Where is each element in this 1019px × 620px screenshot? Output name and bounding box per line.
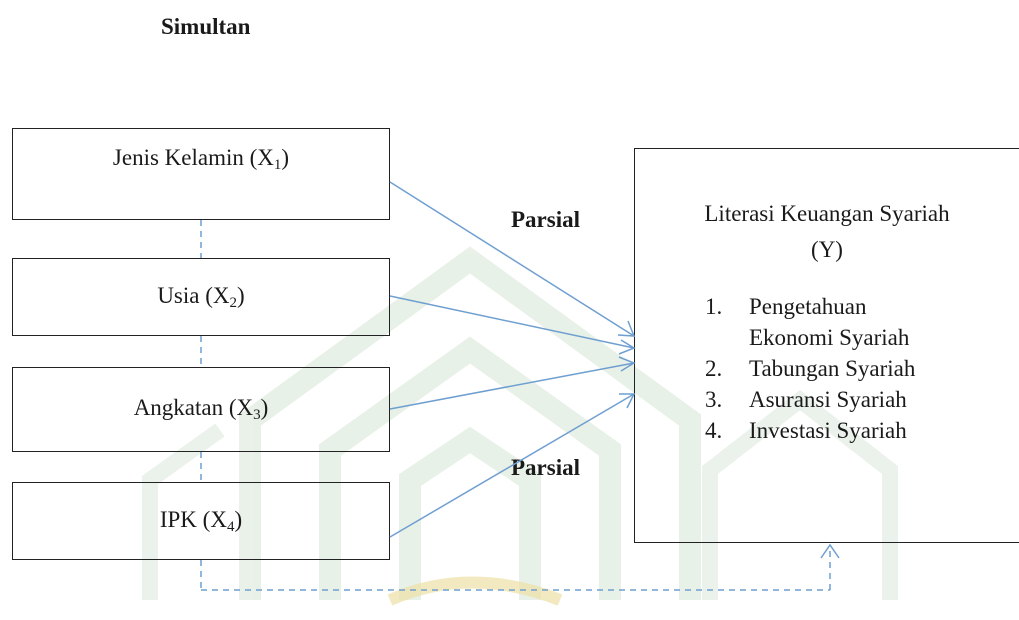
arrowhead-x4: [619, 393, 636, 409]
variable-box-x2: Usia (X2): [12, 258, 390, 336]
variable-label-x4: IPK (X4): [159, 506, 243, 535]
dependent-title-line2: (Y): [811, 237, 843, 262]
variable-box-x3: Angkatan (X3): [12, 367, 390, 452]
parsial-label-bottom: Parsial: [511, 455, 580, 480]
indicator-item-4: 4. Investasi Syariah: [705, 418, 907, 443]
arrow-x2-to-y: [389, 295, 635, 349]
indicator-item-3: 3. Asuransi Syariah: [705, 387, 907, 412]
variable-box-x4: IPK (X4): [12, 482, 390, 560]
variable-box-x1: Jenis Kelamin (X1): [12, 128, 390, 220]
arrowhead-x3: [618, 356, 636, 372]
simultan-label: Simultan: [161, 14, 251, 39]
indicator-item-2: 2. Tabungan Syariah: [705, 356, 916, 381]
arrowhead-simultan: [820, 543, 840, 559]
indicator-item-1: 1. Pengetahuan Ekonomi Syariah: [705, 294, 910, 350]
arrow-x1-to-y: [389, 181, 635, 337]
variable-label-x3: Angkatan (X3): [133, 395, 269, 423]
arrow-x3-to-y: [389, 362, 635, 410]
variable-label-x1: Jenis Kelamin (X1): [112, 144, 290, 173]
dependent-variable-box: Literasi Keuangan Syariah (Y) 1. Pengeta…: [634, 148, 1019, 543]
indicator-list: 1. Pengetahuan Ekonomi Syariah 2. Tabung…: [705, 291, 915, 446]
variable-label-x2: Usia (X2): [157, 282, 245, 311]
arrowhead-x1: [617, 320, 636, 337]
parsial-label-top: Parsial: [511, 207, 580, 232]
arrowhead-x2: [618, 339, 636, 355]
dependent-title-line1: Literasi Keuangan Syariah: [704, 201, 950, 226]
